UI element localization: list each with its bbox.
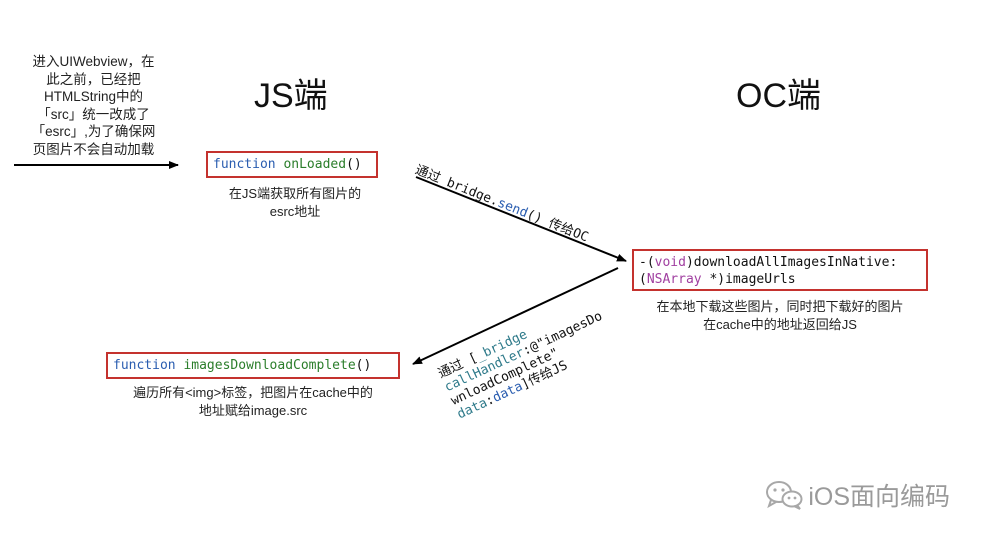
wechat-icon: [766, 481, 803, 510]
oc-side-heading: OC端: [736, 77, 821, 115]
function-name: imagesDownloadComplete: [183, 358, 356, 373]
download-all-images-method-box: -(void)downloadAllImagesInNative: (NSArr…: [632, 249, 928, 291]
function-name: onLoaded: [283, 157, 347, 172]
download-all-note-line: 在cache中的地址返回给JS: [703, 317, 857, 332]
watermark: iOS面向编码: [764, 477, 950, 513]
param-open: (: [639, 272, 647, 287]
intro-note-line: 进入UIWebview，在: [32, 54, 155, 69]
intro-note-line: HTMLString中的: [43, 89, 143, 104]
intro-note-line: 页图片不会自动加载: [32, 141, 155, 157]
method-prefix: -(: [639, 255, 655, 270]
method-name: )downloadAllImagesInNative:: [685, 255, 898, 270]
onloaded-note: 在JS端获取所有图片的 esrc地址: [200, 185, 390, 221]
function-parens: (): [346, 157, 362, 172]
intro-note-line: 此之前，已经把: [46, 71, 141, 87]
images-download-complete-function-box: function imagesDownloadComplete(): [106, 352, 400, 379]
images-complete-note-line: 遍历所有<img>标签，把图片在cache中的: [133, 385, 373, 400]
callback-to-js-arrow: [412, 267, 619, 365]
param-name: *)imageUrls: [701, 272, 796, 287]
function-parens: (): [355, 358, 372, 373]
intro-note-line: 「src」统一改成了: [37, 106, 150, 122]
download-all-note: 在本地下载这些图片，同时把下载好的图片 在cache中的地址返回给JS: [622, 298, 938, 334]
method-signature-line-2: (NSArray *)imageUrls: [639, 271, 921, 288]
watermark-text: iOS面向编码: [808, 483, 950, 511]
images-complete-note-line: 地址赋给image.src: [198, 403, 308, 418]
param-type: NSArray: [646, 272, 702, 287]
images-complete-note: 遍历所有<img>标签，把图片在cache中的 地址赋给image.src: [96, 384, 410, 420]
onloaded-function-box: function onLoaded(): [206, 151, 378, 178]
method-signature-line-1: -(void)downloadAllImagesInNative:: [639, 254, 921, 271]
function-keyword: function: [113, 358, 176, 373]
intro-note-line: 「esrc」,为了确保网: [31, 124, 156, 139]
send-to-oc-arrow: [415, 176, 627, 262]
intro-note: 进入UIWebview，在 此之前，已经把 HTMLString中的 「src」…: [16, 53, 171, 158]
onloaded-note-line: esrc地址: [269, 204, 321, 219]
download-all-note-line: 在本地下载这些图片，同时把下载好的图片: [656, 299, 904, 314]
onloaded-note-line: 在JS端获取所有图片的: [228, 186, 362, 201]
return-type: void: [654, 255, 686, 270]
function-keyword: function: [213, 157, 276, 172]
js-side-heading: JS端: [254, 77, 328, 115]
